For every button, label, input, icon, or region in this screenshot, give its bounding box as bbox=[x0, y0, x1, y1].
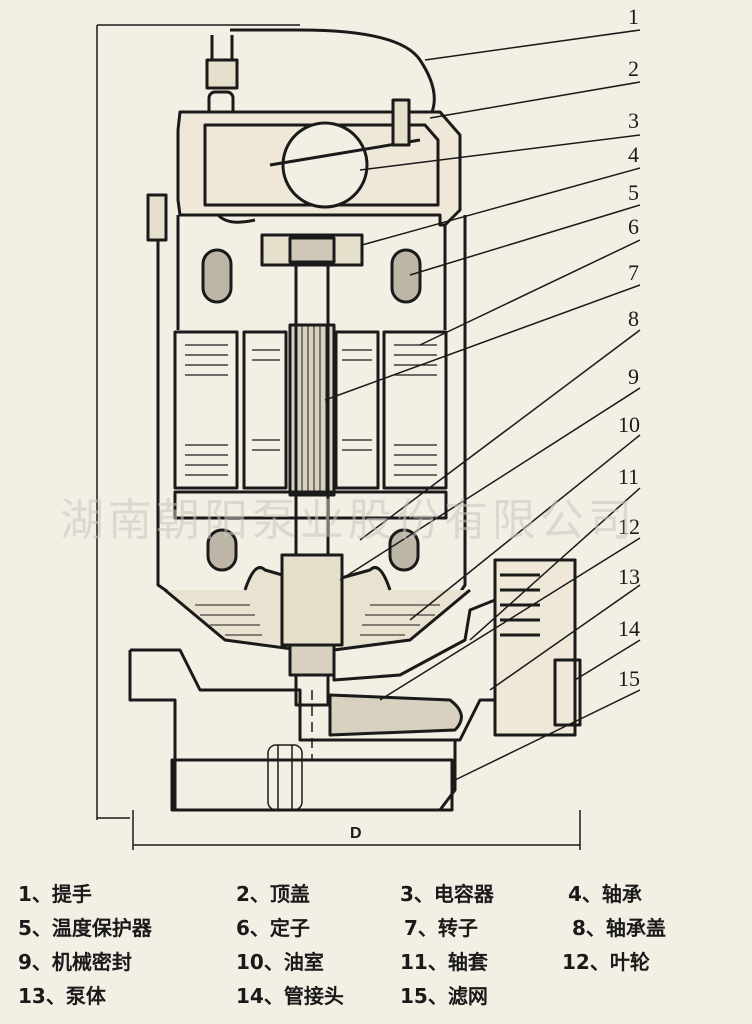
callout-2: 2 bbox=[628, 56, 639, 81]
impeller bbox=[328, 693, 463, 737]
legend-item-11: 11、轴套 bbox=[400, 950, 488, 974]
parts-legend: 1、提手 2、顶盖 3、电容器 4、轴承 5、温度保护器 6、定子 7、转子 8… bbox=[0, 872, 752, 1022]
dimension-frame bbox=[96, 24, 581, 850]
callout-1: 1 bbox=[628, 4, 639, 29]
legend-item-13: 13、泵体 bbox=[18, 984, 106, 1008]
callout-10: 10 bbox=[618, 412, 640, 437]
handle bbox=[230, 28, 436, 113]
callout-11: 11 bbox=[618, 464, 639, 489]
callout-8: 8 bbox=[628, 306, 639, 331]
callout-3: 3 bbox=[628, 108, 639, 133]
legend-item-12: 12、叶轮 bbox=[562, 950, 650, 974]
bolt-top-right bbox=[391, 98, 411, 147]
pipe-connector bbox=[493, 558, 582, 737]
leader-lines bbox=[324, 29, 641, 781]
company-watermark: 湖南朝阳泵业股份有限公司 bbox=[60, 495, 636, 546]
callout-numbers: 1 2 3 4 5 6 7 8 9 10 11 12 13 14 15 bbox=[618, 4, 640, 691]
bolt-left bbox=[146, 193, 168, 242]
legend-item-5: 5、温度保护器 bbox=[18, 916, 152, 940]
shaft bbox=[294, 263, 330, 707]
mechanical-seal bbox=[280, 553, 344, 647]
callout-9: 9 bbox=[628, 364, 639, 389]
callout-14: 14 bbox=[618, 616, 640, 641]
legend-item-14: 14、管接头 bbox=[236, 984, 344, 1008]
legend-item-4: 4、轴承 bbox=[568, 882, 642, 906]
legend-item-6: 6、定子 bbox=[236, 916, 310, 940]
shaft-sleeve bbox=[288, 643, 336, 677]
dimension-d-label: D bbox=[350, 825, 362, 842]
callout-6: 6 bbox=[628, 214, 639, 239]
stator bbox=[173, 330, 448, 490]
thermal-protector-right bbox=[390, 248, 422, 304]
volute-bottom bbox=[170, 758, 454, 812]
thermal-protector-left bbox=[201, 248, 233, 304]
legend-item-9: 9、机械密封 bbox=[18, 950, 132, 974]
callout-13: 13 bbox=[618, 564, 640, 589]
callout-4: 4 bbox=[628, 142, 639, 167]
legend-item-10: 10、油室 bbox=[236, 950, 324, 974]
legend-item-7: 7、转子 bbox=[404, 916, 478, 940]
strainer bbox=[267, 744, 303, 811]
pump-cross-section-diagram: 1 2 3 4 5 6 7 8 9 10 11 12 13 14 15 D 湖南… bbox=[60, 4, 641, 850]
legend-item-2: 2、顶盖 bbox=[236, 882, 310, 906]
legend-item-3: 3、电容器 bbox=[400, 882, 494, 906]
legend-item-1: 1、提手 bbox=[18, 882, 92, 906]
callout-5: 5 bbox=[628, 180, 639, 205]
callout-15: 15 bbox=[618, 666, 640, 691]
oil-lines bbox=[195, 604, 440, 636]
legend-item-8: 8、轴承盖 bbox=[572, 916, 666, 940]
legend-item-15: 15、滤网 bbox=[400, 984, 488, 1008]
capacitor bbox=[281, 121, 369, 209]
callout-7: 7 bbox=[628, 260, 639, 285]
callout-12: 12 bbox=[618, 514, 640, 539]
